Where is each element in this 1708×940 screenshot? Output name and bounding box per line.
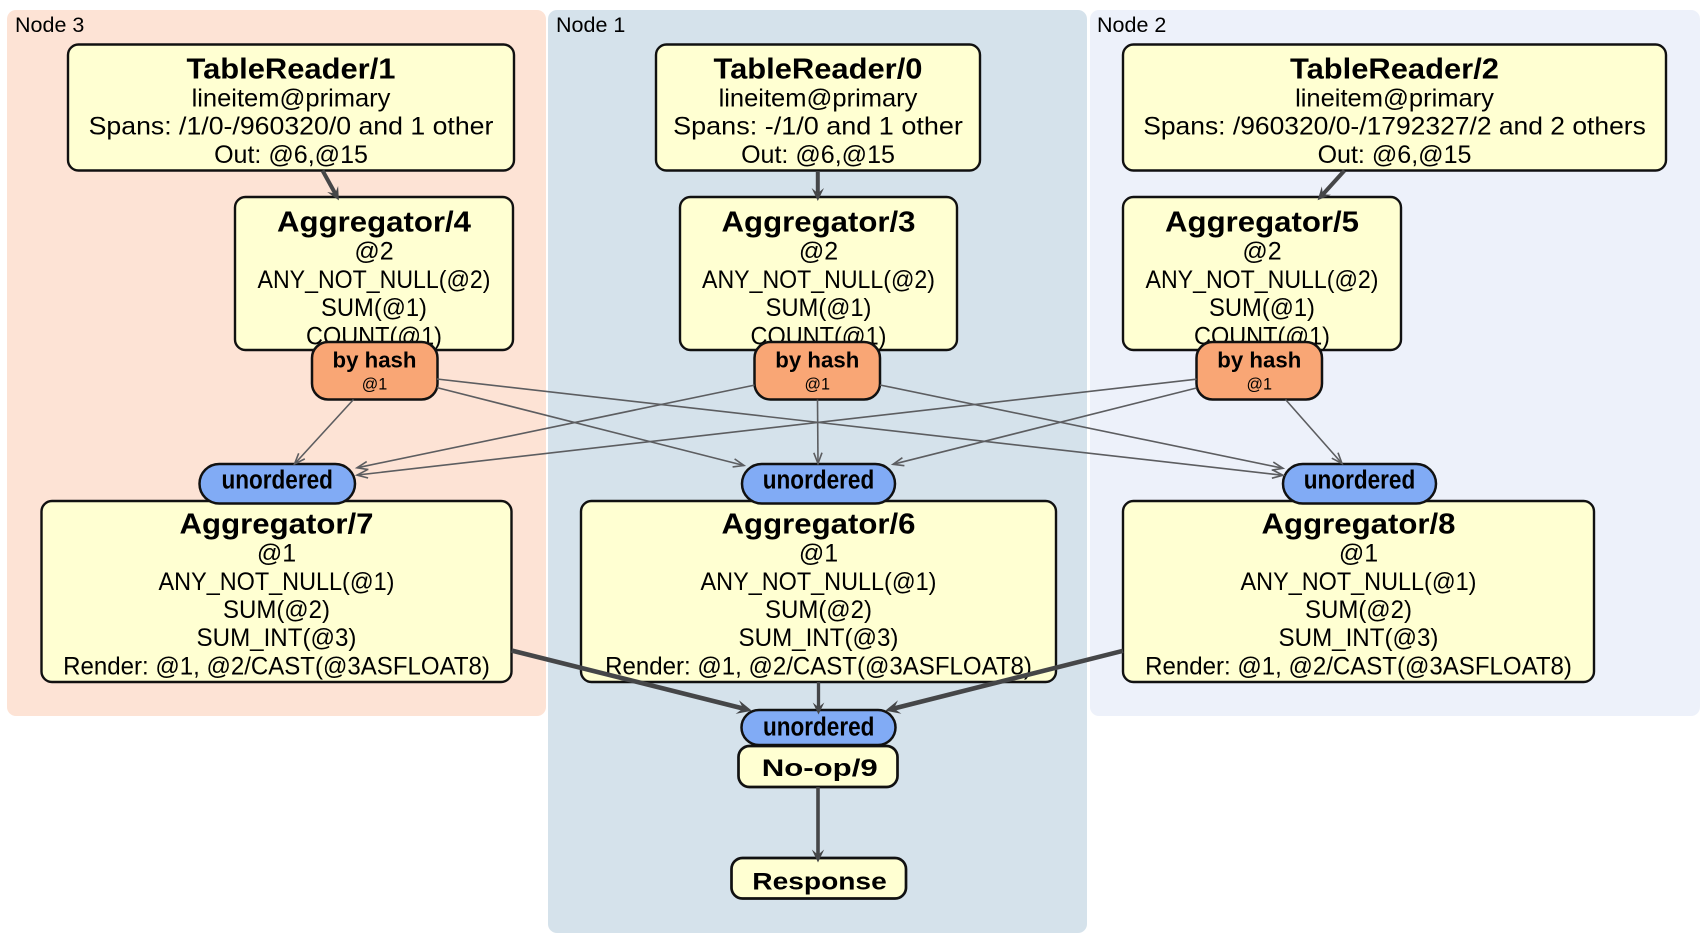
svg-text:by hash: by hash bbox=[775, 347, 859, 372]
svg-text:@1: @1 bbox=[805, 375, 831, 393]
svg-text:SUM(@2): SUM(@2) bbox=[223, 597, 330, 625]
svg-text:@1: @1 bbox=[1247, 375, 1273, 393]
svg-text:Response: Response bbox=[752, 867, 886, 895]
svg-text:Render: @1, @2/CAST(@3ASFLOAT8: Render: @1, @2/CAST(@3ASFLOAT8) bbox=[1145, 653, 1572, 681]
svg-text:ANY_NOT_NULL(@2): ANY_NOT_NULL(@2) bbox=[258, 266, 491, 294]
svg-text:ANY_NOT_NULL(@1): ANY_NOT_NULL(@1) bbox=[1241, 568, 1477, 596]
svg-text:SUM(@2): SUM(@2) bbox=[1305, 597, 1412, 625]
svg-text:unordered: unordered bbox=[221, 466, 332, 495]
svg-text:Render: @1, @2/CAST(@3ASFLOAT8: Render: @1, @2/CAST(@3ASFLOAT8) bbox=[605, 653, 1032, 681]
svg-text:@1: @1 bbox=[362, 375, 388, 393]
svg-text:Aggregator/5: Aggregator/5 bbox=[1165, 207, 1359, 238]
svg-text:Aggregator/4: Aggregator/4 bbox=[277, 207, 471, 238]
svg-text:lineitem@primary: lineitem@primary bbox=[192, 85, 391, 113]
svg-text:SUM(@1): SUM(@1) bbox=[766, 295, 872, 323]
svg-text:@1: @1 bbox=[1339, 540, 1378, 568]
svg-text:SUM(@1): SUM(@1) bbox=[1209, 295, 1315, 323]
svg-text:SUM_INT(@3): SUM_INT(@3) bbox=[197, 625, 357, 652]
svg-text:Render: @1, @2/CAST(@3ASFLOAT8: Render: @1, @2/CAST(@3ASFLOAT8) bbox=[63, 653, 490, 681]
svg-text:Node 3: Node 3 bbox=[15, 13, 84, 37]
svg-text:TableReader/2: TableReader/2 bbox=[1290, 53, 1499, 85]
svg-text:@2: @2 bbox=[799, 238, 838, 266]
svg-text:@1: @1 bbox=[257, 540, 296, 568]
svg-text:Aggregator/3: Aggregator/3 bbox=[722, 207, 916, 238]
svg-text:SUM(@1): SUM(@1) bbox=[321, 295, 427, 323]
svg-text:ANY_NOT_NULL(@1): ANY_NOT_NULL(@1) bbox=[701, 568, 937, 596]
svg-text:by hash: by hash bbox=[333, 347, 417, 372]
svg-text:unordered: unordered bbox=[763, 713, 874, 742]
svg-text:Out: @6,@15: Out: @6,@15 bbox=[741, 141, 895, 169]
svg-text:ANY_NOT_NULL(@2): ANY_NOT_NULL(@2) bbox=[1146, 266, 1379, 294]
svg-text:Spans: /960320/0-/1792327/2 an: Spans: /960320/0-/1792327/2 and 2 others bbox=[1143, 113, 1646, 140]
svg-text:SUM_INT(@3): SUM_INT(@3) bbox=[1279, 625, 1439, 652]
svg-text:Spans: -/1/0 and 1 other: Spans: -/1/0 and 1 other bbox=[673, 112, 963, 141]
svg-text:TableReader/0: TableReader/0 bbox=[714, 53, 923, 85]
svg-text:Node 2: Node 2 bbox=[1097, 13, 1166, 37]
svg-text:SUM_INT(@3): SUM_INT(@3) bbox=[739, 625, 899, 652]
svg-text:@1: @1 bbox=[799, 540, 838, 568]
svg-text:Out: @6,@15: Out: @6,@15 bbox=[1318, 141, 1472, 169]
svg-text:ANY_NOT_NULL(@1): ANY_NOT_NULL(@1) bbox=[159, 568, 395, 596]
svg-text:@2: @2 bbox=[1242, 238, 1281, 266]
svg-text:by hash: by hash bbox=[1217, 347, 1301, 372]
svg-text:@2: @2 bbox=[354, 238, 393, 266]
svg-text:unordered: unordered bbox=[1304, 466, 1415, 495]
svg-text:Aggregator/6: Aggregator/6 bbox=[722, 509, 916, 540]
svg-text:TableReader/1: TableReader/1 bbox=[187, 53, 396, 85]
svg-text:unordered: unordered bbox=[763, 466, 874, 495]
svg-text:SUM(@2): SUM(@2) bbox=[765, 597, 872, 625]
svg-text:Node 1: Node 1 bbox=[556, 13, 625, 37]
svg-text:No-op/9: No-op/9 bbox=[762, 754, 878, 781]
svg-text:ANY_NOT_NULL(@2): ANY_NOT_NULL(@2) bbox=[702, 266, 935, 294]
svg-text:Spans: /1/0-/960320/0 and 1 ot: Spans: /1/0-/960320/0 and 1 other bbox=[89, 113, 494, 140]
svg-text:lineitem@primary: lineitem@primary bbox=[1295, 85, 1494, 113]
svg-text:Out: @6,@15: Out: @6,@15 bbox=[214, 141, 368, 169]
svg-text:lineitem@primary: lineitem@primary bbox=[719, 85, 918, 113]
svg-text:Aggregator/8: Aggregator/8 bbox=[1262, 509, 1456, 540]
svg-text:Aggregator/7: Aggregator/7 bbox=[180, 509, 374, 540]
